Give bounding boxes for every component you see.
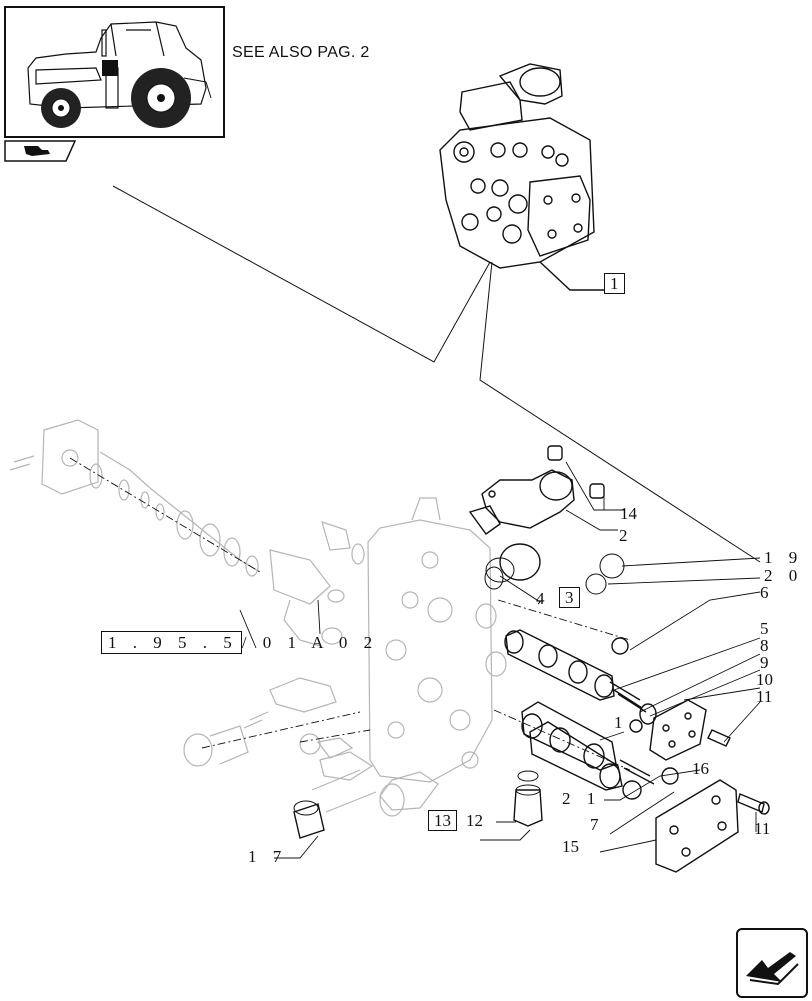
callout-1-lower: 1 [614,713,623,732]
see-also-note: SEE ALSO PAG. 2 [232,44,370,61]
section-tab-icon [4,140,77,162]
pump-assembly [439,63,605,291]
faded-parts [9,419,507,817]
callout-11-upper: 11 [756,687,773,706]
callout-8: 8 [760,636,769,655]
reference-suffix[interactable]: / 0 1 A 0 2 [241,633,379,652]
callout-7: 7 [590,815,599,834]
callout-5: 5 [760,619,769,638]
o-ring [585,573,607,595]
callout-21: 2 1 [562,789,602,808]
callout-4: 4 [536,589,545,608]
callout-20: 2 0 [764,566,804,585]
callout-14: 14 [620,504,637,523]
callout-6: 6 [760,583,769,602]
cap [293,803,325,839]
callout-17: 1 7 [248,847,288,866]
guide-line [112,185,491,363]
callout-16: 16 [692,759,709,778]
callout-2: 2 [619,526,628,545]
guide-line [479,261,761,563]
spool [521,701,679,800]
reference-link[interactable]: 1 . 9 5 . 5/ 0 1 A 0 2 [101,631,379,654]
spool [504,629,657,733]
callout-19: 1 9 [764,548,804,567]
callout-10: 10 [756,670,773,689]
callout-15: 15 [562,837,579,856]
solenoid-valve [468,445,605,535]
o-ring [484,566,504,590]
next-page-button[interactable] [736,928,808,998]
callout-13: 13 [428,810,457,831]
plug [513,789,543,827]
tractor-thumbnail-icon [4,6,225,138]
reference-section[interactable]: 1 . 9 5 . 5 [101,631,242,654]
callout-12: 12 [466,811,483,830]
plug [499,543,541,581]
callout-11-lower: 11 [754,819,771,838]
o-ring [599,553,625,579]
next-page-arrow-icon [746,952,799,986]
callout-1: 1 [604,273,625,294]
cover-plate [655,779,770,873]
callout-9: 9 [760,653,769,672]
cover-plate [649,699,731,761]
callout-3: 3 [559,587,580,608]
